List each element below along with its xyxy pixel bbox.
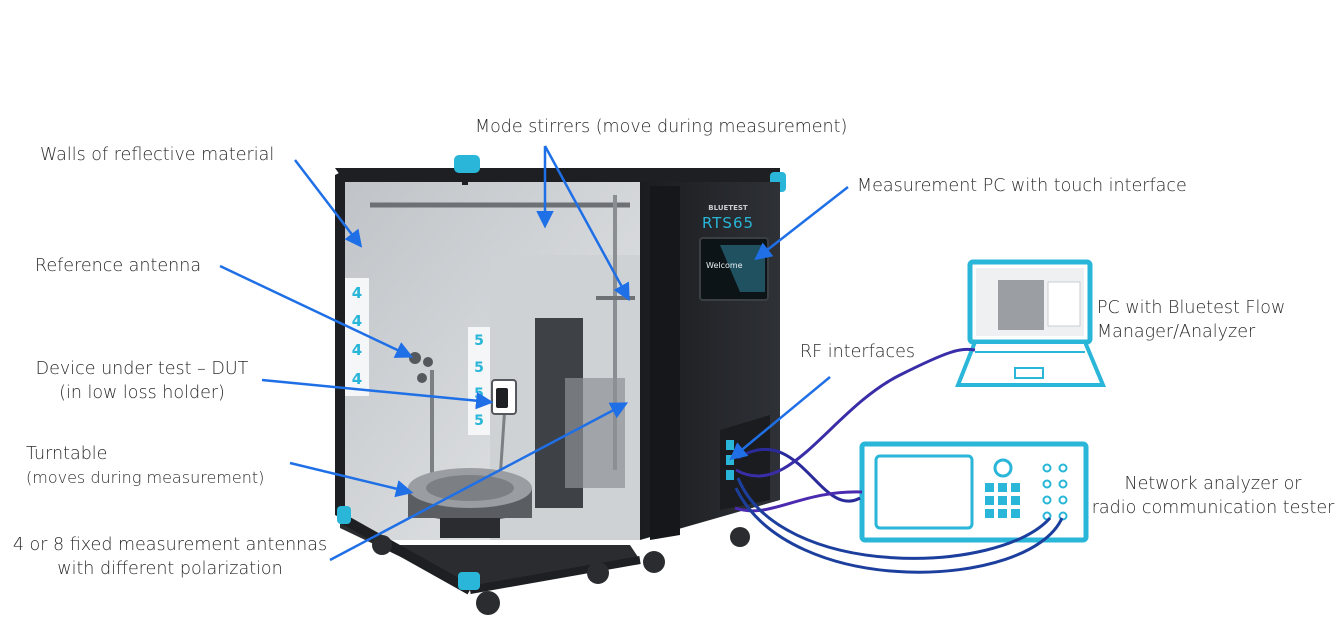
- antenna-number: 4: [352, 370, 362, 388]
- label-turntable-line2: (moves during measurement): [26, 468, 265, 487]
- label-turntable-line1: Turntable: [26, 444, 108, 464]
- network-analyzer: [859, 441, 1089, 543]
- label-reference-antenna: Reference antenna: [35, 256, 202, 276]
- label-fixed-antennas-line2: with different polarization: [57, 559, 283, 579]
- dut-holder: [491, 379, 517, 481]
- label-network-line2: radio communication tester: [1091, 498, 1335, 518]
- label-network-analyzer: Network analyzer or radio communication …: [1086, 472, 1340, 520]
- measurement-pc-cabinet: BLUETEST RTS65 Welcome: [640, 182, 780, 540]
- label-fixed-antennas-line1: 4 or 8 fixed measurement antennas: [12, 535, 328, 555]
- callout-arrows: [219, 145, 849, 562]
- antenna-number: 4: [352, 312, 362, 330]
- corner-cap-top-left: [454, 155, 480, 173]
- label-dut-line1: Device under test – DUT: [35, 359, 249, 379]
- turntable: [408, 468, 532, 538]
- label-dut-line2: (in low loss holder): [59, 383, 225, 403]
- model-name: RTS65: [702, 214, 754, 232]
- label-measurement-pc: Measurement PC with touch interface: [857, 176, 1187, 196]
- label-pc-flow-line2: Manager/Analyzer: [1097, 322, 1256, 342]
- antenna-number: 5: [474, 413, 484, 429]
- label-dut: Device under test – DUT (in low loss hol…: [22, 357, 262, 405]
- antenna-number: 5: [474, 360, 484, 376]
- label-fixed-antennas: 4 or 8 fixed measurement antennas with d…: [10, 533, 330, 581]
- antenna-number: 5: [474, 333, 484, 349]
- fixed-antennas-left: 4 4 4 4: [345, 278, 369, 396]
- brand-logo: BLUETEST: [708, 204, 748, 212]
- antenna-number: 4: [352, 341, 362, 359]
- label-mode-stirrers: Mode stirrers (move during measurement): [475, 117, 848, 137]
- label-walls: Walls of reflective material: [40, 145, 275, 165]
- screen-welcome: Welcome: [706, 261, 743, 270]
- label-pc-flow-line1: PC with Bluetest Flow: [1097, 298, 1286, 318]
- antenna-number: 4: [352, 284, 362, 302]
- fixed-antennas-right: 5 5 5 5: [468, 327, 490, 435]
- label-rf-interfaces: RF interfaces: [800, 342, 915, 362]
- label-pc-flow: PC with Bluetest Flow Manager/Analyzer: [1097, 296, 1285, 344]
- wheels: [372, 527, 750, 615]
- label-turntable: Turntable (moves during measurement): [26, 442, 264, 490]
- rf-cables: [734, 347, 1064, 574]
- corner-cap-bottom-left: [337, 506, 351, 524]
- label-network-line1: Network analyzer or: [1124, 474, 1302, 494]
- laptop-pc: [955, 259, 1107, 387]
- corner-cap-bottom-front: [458, 572, 480, 590]
